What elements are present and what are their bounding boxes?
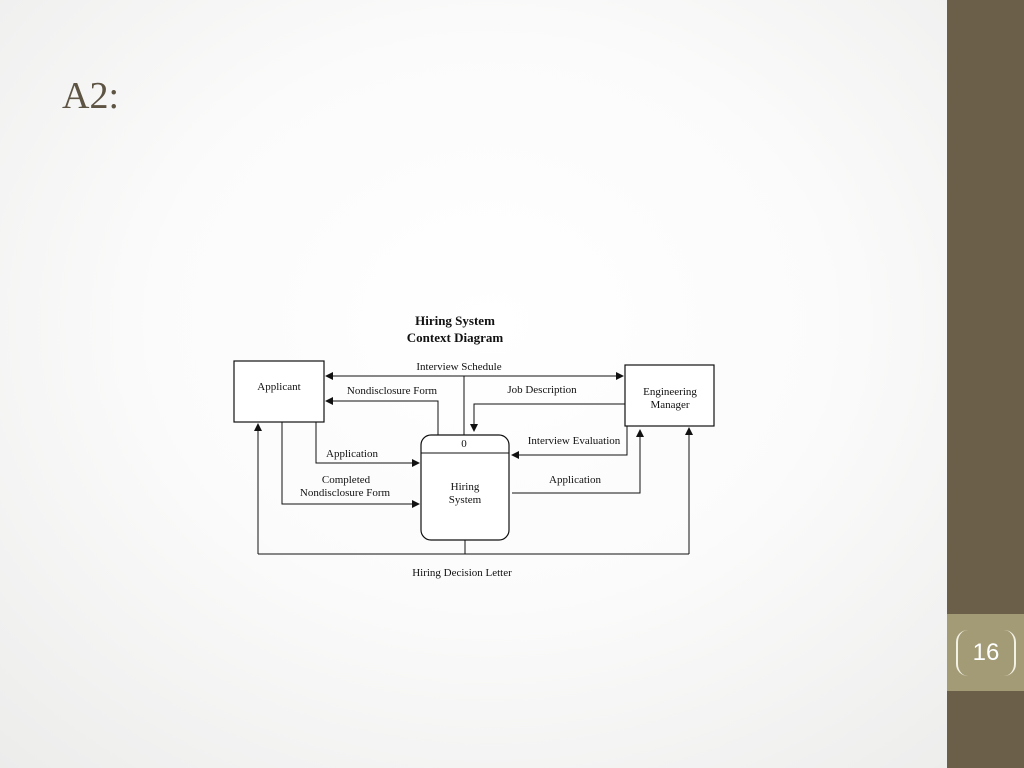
entity-engineering-manager-label-line1: Engineering xyxy=(643,386,697,398)
flow-interview-schedule-label: Interview Schedule xyxy=(416,361,501,373)
flow-job-description xyxy=(470,403,625,432)
process-hiring-system: 0 Hiring System xyxy=(420,434,510,541)
process-name-line1: Hiring xyxy=(451,481,480,493)
flow-completed-nondisclosure-form xyxy=(281,422,420,508)
flow-interview-schedule xyxy=(325,372,624,435)
slide-title: A2: xyxy=(62,75,119,117)
flow-job-description-label: Job Description xyxy=(507,384,577,396)
page-number-band xyxy=(947,614,1024,691)
entity-applicant-label: Applicant xyxy=(257,381,300,393)
flow-application-from-applicant xyxy=(315,422,420,467)
flow-nondisclosure-form-label: Nondisclosure Form xyxy=(347,385,438,397)
flow-completed-nondisclosure-form-label-line2: Nondisclosure Form xyxy=(300,487,391,499)
flow-application-to-manager-label: Application xyxy=(549,474,601,486)
process-name-line2: System xyxy=(449,494,482,506)
flow-application-from-applicant-label: Application xyxy=(326,448,378,460)
flow-interview-evaluation-label: Interview Evaluation xyxy=(528,435,621,447)
flow-application-to-manager xyxy=(512,429,644,494)
diagram-title-line1: Hiring System xyxy=(415,313,495,328)
flow-hiring-decision-letter-label: Hiring Decision Letter xyxy=(412,567,512,579)
flow-completed-nondisclosure-form-label-line1: Completed xyxy=(322,474,371,486)
flow-interview-evaluation xyxy=(511,426,628,459)
flow-hiring-decision-letter xyxy=(254,423,693,555)
entity-engineering-manager: Engineering Manager xyxy=(624,364,715,427)
page-number: 16 xyxy=(956,630,1016,676)
flow-nondisclosure-form xyxy=(325,397,439,435)
entity-applicant: Applicant xyxy=(233,360,325,423)
process-id: 0 xyxy=(461,438,467,450)
entity-engineering-manager-label-line2: Manager xyxy=(650,399,689,411)
diagram-title-line2: Context Diagram xyxy=(407,330,504,345)
